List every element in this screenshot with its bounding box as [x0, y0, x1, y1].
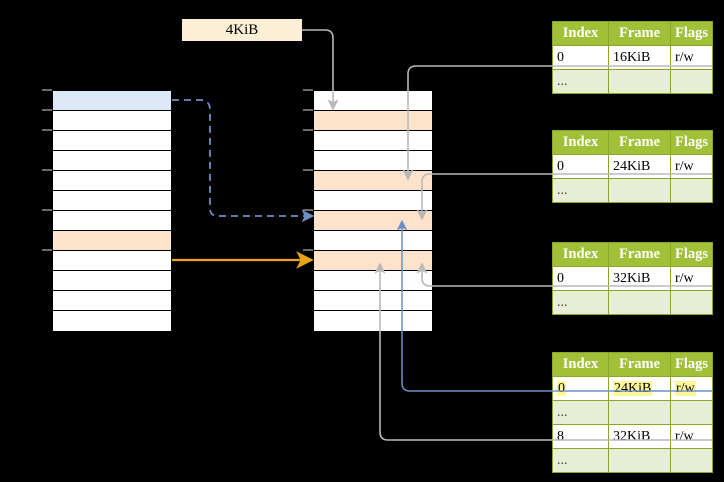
cell-flags: r/w	[670, 45, 713, 70]
cell-flags: r/w	[670, 376, 713, 401]
virtual-page-row	[53, 251, 171, 271]
column-header-flags: Flags	[670, 21, 713, 46]
physical-memory-column	[313, 90, 433, 331]
cell-index: 0	[552, 266, 609, 291]
column-header-frame: Frame	[608, 352, 671, 377]
virtual-page-row	[53, 151, 171, 171]
physical-frame-row	[314, 311, 432, 331]
virtual-page-row	[53, 211, 171, 231]
column-header-index: Index	[552, 130, 609, 155]
cell-index: ...	[552, 69, 609, 94]
physical-frame-row	[314, 111, 432, 131]
cell-flags: r/w	[670, 424, 713, 449]
virtual-page-row	[53, 291, 171, 311]
physical-frame-row	[314, 131, 432, 151]
physical-frame-row	[314, 251, 432, 271]
physical-frame-row	[314, 231, 432, 251]
cell-index: 8	[552, 424, 609, 449]
cell-frame: 16KiB	[608, 45, 671, 70]
cell-flags	[670, 400, 713, 425]
physical-frame-row	[314, 191, 432, 211]
virtual-page-row	[53, 231, 171, 251]
virtual-page-row	[53, 91, 171, 111]
page-size-label: 4KiB	[182, 19, 302, 41]
cell-frame	[608, 178, 671, 203]
cell-frame	[608, 400, 671, 425]
virtual-page-row	[53, 191, 171, 211]
cell-index: ...	[552, 400, 609, 425]
highlighted-value: 0	[557, 380, 566, 396]
cell-flags	[670, 448, 713, 473]
virtual-page-row	[53, 111, 171, 131]
table-row-ellipsis[interactable]: ...	[552, 290, 713, 315]
wire-virtual-page-mapping	[172, 99, 315, 223]
cell-index: 0	[552, 45, 609, 70]
virtual-page-row	[53, 171, 171, 191]
cell-frame	[608, 448, 671, 473]
cell-flags: r/w	[670, 266, 713, 291]
cell-index: ...	[552, 290, 609, 315]
physical-frame-row	[314, 211, 432, 231]
column-header-frame: Frame	[608, 130, 671, 155]
table-row[interactable]: 0 24KiB r/w	[552, 376, 713, 401]
cell-index: 0	[552, 376, 609, 401]
table-row-ellipsis[interactable]: ...	[552, 69, 713, 94]
table-row-ellipsis[interactable]: ...	[552, 448, 713, 473]
virtual-page-row	[53, 271, 171, 291]
cell-index: ...	[552, 448, 609, 473]
column-header-index: Index	[552, 352, 609, 377]
cell-frame: 24KiB	[608, 376, 671, 401]
physical-frame-row	[314, 291, 432, 311]
cell-flags: r/w	[670, 154, 713, 179]
cell-frame: 32KiB	[608, 424, 671, 449]
vmem-tickmarks	[42, 89, 52, 251]
physical-frame-row	[314, 171, 432, 191]
cell-flags	[670, 178, 713, 203]
physical-frame-row	[314, 271, 432, 291]
column-header-flags: Flags	[670, 242, 713, 267]
virtual-page-row	[53, 311, 171, 331]
cell-frame	[608, 69, 671, 94]
cell-flags	[670, 290, 713, 315]
highlighted-value: r/w	[675, 380, 696, 396]
cell-index: 0	[552, 154, 609, 179]
physical-frame-row	[314, 91, 432, 111]
highlighted-value: 24KiB	[613, 380, 653, 396]
cell-frame	[608, 290, 671, 315]
physical-frame-row	[314, 151, 432, 171]
column-header-flags: Flags	[670, 130, 713, 155]
cell-frame: 32KiB	[608, 266, 671, 291]
table-row-ellipsis[interactable]: ...	[552, 400, 713, 425]
pmem-tickmarks	[303, 89, 313, 251]
table-row-ellipsis[interactable]: ...	[552, 178, 713, 203]
cell-frame: 24KiB	[608, 154, 671, 179]
cell-index: ...	[552, 178, 609, 203]
column-header-frame: Frame	[608, 21, 671, 46]
virtual-page-row	[53, 131, 171, 151]
column-header-index: Index	[552, 242, 609, 267]
column-header-index: Index	[552, 21, 609, 46]
column-header-frame: Frame	[608, 242, 671, 267]
virtual-memory-column	[52, 90, 172, 331]
cell-flags	[670, 69, 713, 94]
column-header-flags: Flags	[670, 352, 713, 377]
